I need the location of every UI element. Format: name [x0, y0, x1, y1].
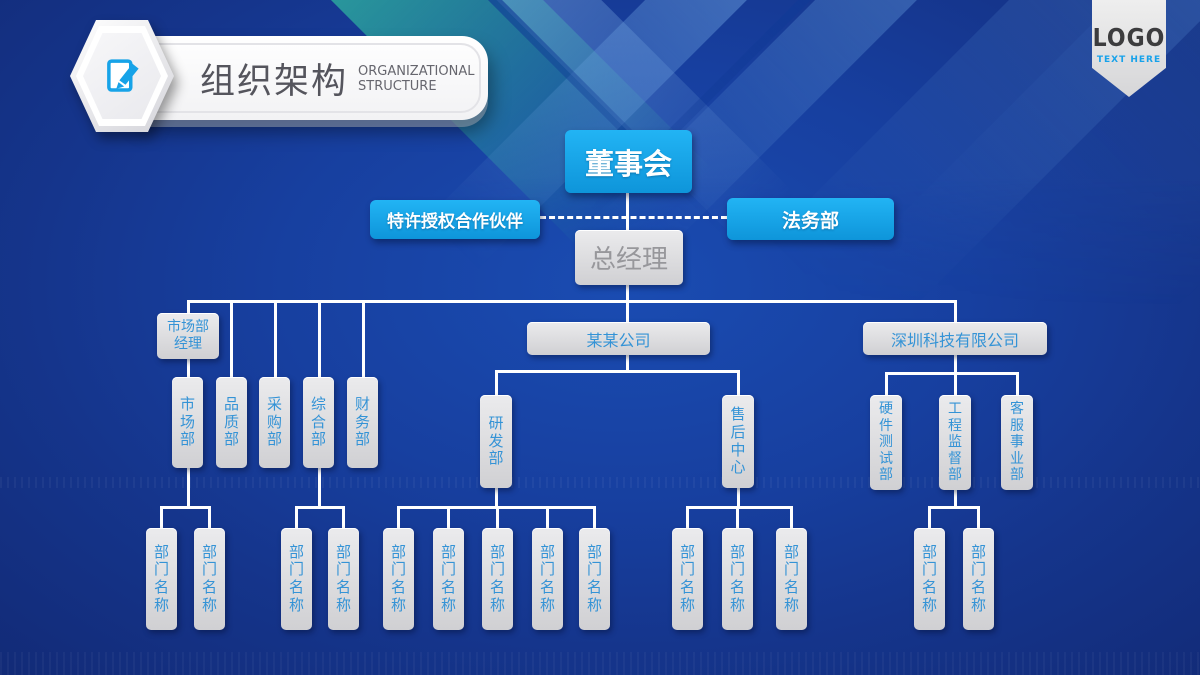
dept-name-node: 部门名称 [328, 528, 359, 630]
connector-line [160, 506, 163, 528]
connector-line [187, 468, 190, 508]
dept-name-node: 部门名称 [914, 528, 945, 630]
connector-line [593, 506, 596, 528]
dept-node: 售后中心 [722, 395, 754, 488]
connector-line [928, 506, 980, 509]
connector-line [447, 506, 450, 528]
dept-name-node: 部门名称 [722, 528, 753, 630]
general-manager-node: 总经理 [575, 230, 683, 285]
dept-name-node: 部门名称 [776, 528, 807, 630]
connector-line [496, 506, 499, 528]
dept-node: 市场部 [172, 377, 203, 468]
connector-line [885, 372, 1019, 375]
halftone-band [0, 652, 1200, 675]
dept-node: 客服事业部 [1001, 395, 1033, 490]
dept-name-node: 部门名称 [532, 528, 563, 630]
company-node: 深圳科技有限公司 [863, 322, 1047, 355]
connector-line [495, 370, 740, 373]
dept-name-node: 部门名称 [146, 528, 177, 630]
connector-line [495, 488, 498, 508]
dept-node: 研发部 [480, 395, 512, 488]
connector-line [318, 300, 321, 377]
connector-line [230, 300, 233, 377]
page-subtitle: ORGANIZATIONAL STRUCTURE [358, 64, 475, 94]
connector-line [274, 300, 277, 377]
partner-node: 特许授权合作伙伴 [370, 200, 540, 239]
halftone-band [0, 477, 1200, 488]
connector-line [295, 506, 345, 509]
connector-line [208, 506, 211, 528]
dept-node: 品质部 [216, 377, 247, 468]
dept-node: 工程监督部 [939, 395, 971, 490]
title-banner: 组织架构 ORGANIZATIONAL STRUCTURE [126, 36, 488, 120]
dept-name-node: 部门名称 [963, 528, 994, 630]
connector-line [928, 506, 931, 528]
dept-name-node: 部门名称 [383, 528, 414, 630]
connector-line [160, 506, 211, 509]
connector-line [187, 300, 957, 303]
header-hexagon-badge [70, 20, 174, 132]
page-title: 组织架构 [200, 61, 349, 102]
connector-line [397, 506, 400, 528]
connector-line [342, 506, 345, 528]
dept-name-node: 部门名称 [194, 528, 225, 630]
dept-node: 硬件测试部 [870, 395, 902, 490]
connector-line [626, 193, 629, 232]
logo-text: LOGO [1092, 24, 1166, 53]
dept-name-node: 部门名称 [281, 528, 312, 630]
legal-node: 法务部 [727, 198, 894, 240]
market-manager-node: 市场部经理 [157, 313, 219, 359]
connector-line [736, 506, 739, 528]
dept-node: 采购部 [259, 377, 290, 468]
connector-line [977, 506, 980, 528]
logo-tagline: TEXT HERE [1096, 55, 1162, 65]
connector-line [362, 300, 365, 377]
connector-line [954, 490, 957, 508]
connector-line [295, 506, 298, 528]
connector-line [686, 506, 793, 509]
dept-name-node: 部门名称 [579, 528, 610, 630]
dashed-connector [540, 216, 727, 219]
connector-line [686, 506, 689, 528]
dept-node: 财务部 [347, 377, 378, 468]
dept-name-node: 部门名称 [482, 528, 513, 630]
connector-line [318, 468, 321, 508]
pencil-document-icon [107, 59, 139, 92]
connector-line [885, 372, 888, 395]
board-node: 董事会 [565, 130, 692, 193]
dept-name-node: 部门名称 [672, 528, 703, 630]
dept-name-node: 部门名称 [433, 528, 464, 630]
connector-line [737, 488, 740, 508]
dept-node: 综合部 [303, 377, 334, 468]
company-node: 某某公司 [527, 322, 710, 355]
connector-line [495, 370, 498, 395]
connector-line [546, 506, 549, 528]
connector-line [790, 506, 793, 528]
connector-line [737, 370, 740, 395]
connector-line [1016, 372, 1019, 395]
